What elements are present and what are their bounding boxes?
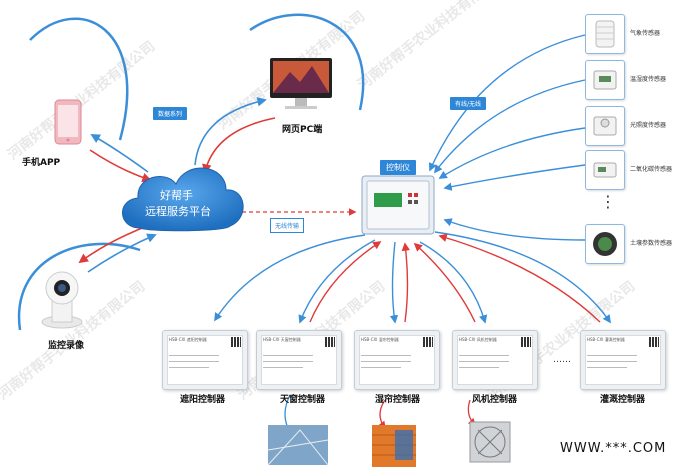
wired-wireless-tag: 有线/无线 xyxy=(450,97,487,110)
sensor-label: 光照度传感器 xyxy=(630,122,667,129)
footer-url: WWW.***.COM xyxy=(560,441,667,456)
controller-label: 风机控制器 xyxy=(472,395,518,405)
link-ctrl-skylight xyxy=(298,239,376,324)
temp-humidity-sensor xyxy=(585,60,625,100)
link-sensor-5 xyxy=(443,218,586,241)
fan-photo xyxy=(469,421,511,463)
controller-label: 遮阳控制器 xyxy=(180,395,226,405)
link-ctrl-shade xyxy=(214,234,366,322)
controller-plate: HSB-CXI 天窗控制器 xyxy=(263,337,301,342)
wetpad-controller: HSB-CXI 湿帘控制器 xyxy=(354,330,440,390)
monitor-icon xyxy=(270,58,332,109)
sensor-label: 二氧化碳传感器 xyxy=(630,166,673,173)
link-skylight-ctrl xyxy=(309,241,382,323)
controller-device-icon xyxy=(361,175,435,235)
cloud-icon xyxy=(122,167,244,232)
link-sensor-1 xyxy=(428,34,586,172)
data-link-tag: 数据系列 xyxy=(153,107,188,120)
controller-plate: HSB-CXI 灌溉控制器 xyxy=(587,337,625,342)
arc-pc xyxy=(249,13,365,111)
fan-controller: HSB-CXI 风机控制器 xyxy=(452,330,538,390)
link-ctrl-fan xyxy=(419,241,488,324)
sensor-label: 土壤参数传感器 xyxy=(630,240,673,247)
controller-ellipsis: …… xyxy=(553,355,571,365)
camera-icon xyxy=(41,271,83,329)
controller-plate: HSB-CXI 遮阳控制器 xyxy=(169,337,207,342)
soil-sensor xyxy=(585,224,625,264)
light-sensor xyxy=(585,106,625,146)
controller-plate: HSB-CXI 风机控制器 xyxy=(459,337,497,342)
arc-phone xyxy=(29,17,129,141)
link-sensor-3 xyxy=(438,127,586,179)
link-cloud-phone-blue xyxy=(90,134,149,173)
sensor-label: 温湿度传感器 xyxy=(630,76,667,83)
platform-name-line1: 好帮手 xyxy=(160,189,193,202)
controller-label: 灌溉控制器 xyxy=(600,395,646,405)
shade-controller: HSB-CXI 遮阳控制器 xyxy=(162,330,248,390)
platform-name-line2: 远程服务平台 xyxy=(145,205,211,218)
link-fan-ctrl xyxy=(413,242,476,323)
qr-code-icon xyxy=(325,337,335,347)
qr-code-icon xyxy=(231,337,241,347)
link-pc-cloud-red xyxy=(202,117,276,174)
link-camera-cloud-blue xyxy=(87,233,157,273)
weather-sensor xyxy=(585,14,625,54)
qr-code-icon xyxy=(521,337,531,347)
sensor-ellipsis: ⋮ xyxy=(600,192,616,211)
camera-label: 监控录像 xyxy=(48,341,85,351)
phone-icon xyxy=(54,99,82,145)
pc-label: 网页PC端 xyxy=(282,125,323,135)
wireless-tag: 无线传输 xyxy=(270,218,305,233)
co2-sensor xyxy=(585,150,625,190)
controller-plate: HSB-CXI 湿帘控制器 xyxy=(361,337,399,342)
link-ctrl-irrigation xyxy=(434,231,611,324)
link-wetpad-ctrl xyxy=(401,242,410,323)
link-ctrl-wetpad xyxy=(389,241,399,324)
sensor-label: 气象传感器 xyxy=(630,30,661,37)
skylight-controller: HSB-CXI 天窗控制器 xyxy=(256,330,342,390)
link-sensor-4 xyxy=(443,164,586,191)
phone-label: 手机APP xyxy=(22,158,61,168)
arc-camera xyxy=(17,242,141,331)
link-sensor-2 xyxy=(433,79,586,174)
link-cloud-pc-blue xyxy=(194,97,267,166)
controller-label: 天窗控制器 xyxy=(280,395,326,405)
controller-tag: 控制仪 xyxy=(380,160,416,175)
link-irrigation-ctrl xyxy=(438,233,601,323)
wet-curtain-photo xyxy=(372,425,416,467)
qr-code-icon xyxy=(649,337,659,347)
qr-code-icon xyxy=(423,337,433,347)
link-phone-cloud-red xyxy=(89,149,152,183)
greenhouse-photo xyxy=(267,425,329,466)
irrigation-controller: HSB-CXI 灌溉控制器 xyxy=(580,330,666,390)
controller-label: 湿帘控制器 xyxy=(375,395,421,405)
